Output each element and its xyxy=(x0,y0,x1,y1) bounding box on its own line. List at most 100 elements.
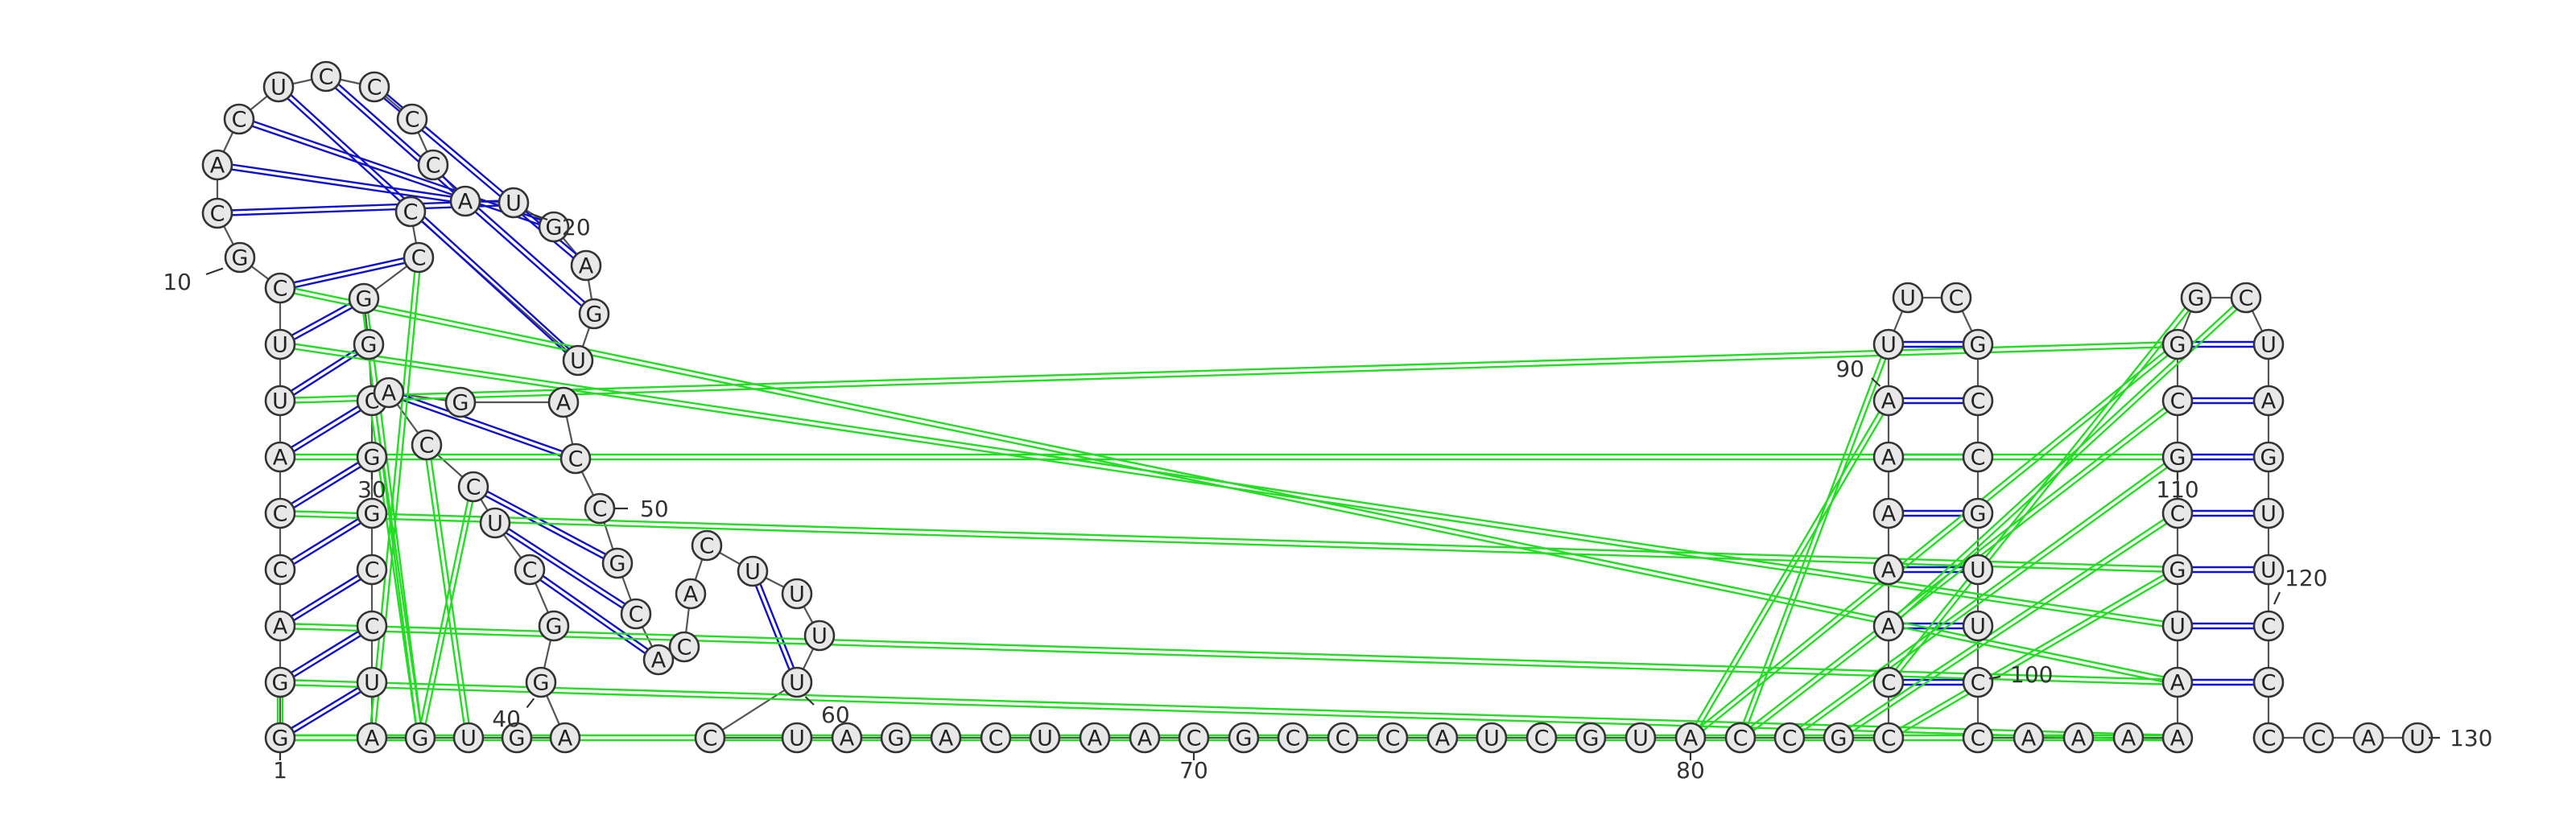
nucleotide: U xyxy=(2252,328,2285,360)
base-pair-line xyxy=(280,514,374,573)
nucleotide: C xyxy=(559,442,592,475)
nucleotide: U xyxy=(1962,554,1994,586)
base-pair-line xyxy=(278,566,372,625)
nucleotide-letter: C xyxy=(273,558,288,583)
nucleotide: C xyxy=(1327,722,1359,754)
nucleotide: C xyxy=(1872,666,1905,698)
nucleotide-letter: C xyxy=(232,108,247,133)
nucleotide: U xyxy=(781,666,813,698)
nucleotide: C xyxy=(1962,385,1994,417)
nucleotide: C xyxy=(1724,722,1757,754)
nucleotide: G xyxy=(538,610,570,642)
base-pair-line xyxy=(279,289,2178,686)
nucleotide: U xyxy=(264,385,296,417)
nucleotide: U xyxy=(2252,554,2285,586)
nucleotide-letter: A xyxy=(1881,615,1897,640)
nucleotide: G xyxy=(525,666,557,698)
nucleotide-letter: U xyxy=(506,191,522,216)
position-number: 40 xyxy=(492,698,535,732)
nucleotide: A xyxy=(201,149,233,181)
nucleotide: G xyxy=(2180,282,2212,314)
nucleotide-letter: C xyxy=(367,76,382,101)
nucleotide: U xyxy=(2161,610,2194,642)
nucleotide: C xyxy=(264,272,296,304)
nucleotide: A xyxy=(1872,610,1905,642)
base-pair-line xyxy=(1691,401,1892,740)
nucleotide-letter: U xyxy=(1633,727,1649,751)
base-pair-line xyxy=(1737,343,1888,738)
nucleotide: C xyxy=(223,103,255,135)
nucleotide-letter: U xyxy=(1900,286,1916,311)
nucleotide: G xyxy=(2161,441,2194,473)
nucleotide: A xyxy=(831,722,863,754)
nucleotide-letter: C xyxy=(426,154,441,179)
base-pair-line xyxy=(1790,458,2180,741)
nucleotide-letter: G xyxy=(232,246,249,271)
nucleotide-letter: G xyxy=(1583,727,1600,751)
nucleotide: A xyxy=(1674,722,1707,754)
nucleotide-letter: C xyxy=(1949,286,1964,311)
nucleotide: A xyxy=(1872,441,1905,473)
nucleotide-letter: C xyxy=(1971,727,1986,751)
nucleotide: C xyxy=(1962,666,1994,698)
nucleotide: C xyxy=(402,241,435,274)
position-number: 60 xyxy=(804,696,850,728)
nucleotide: C xyxy=(2161,497,2194,529)
nucleotide-letter: A xyxy=(2021,727,2037,751)
base-pair-line xyxy=(389,389,577,458)
nucleotide: C xyxy=(2252,610,2285,642)
nucleotide: A xyxy=(2013,722,2045,754)
position-number: 1 xyxy=(273,752,287,784)
position-number: 100 xyxy=(1988,661,2053,688)
nucleotide: U xyxy=(497,187,530,219)
nucleotide-letter: A xyxy=(939,727,954,751)
nucleotide-letter: C xyxy=(1881,671,1897,696)
nucleotide-letter: C xyxy=(2170,389,2186,414)
position-number: 90 xyxy=(1835,356,1881,387)
base-pair-line xyxy=(416,486,473,738)
nucleotide: U xyxy=(781,722,813,754)
nucleotide-letter: C xyxy=(411,246,427,271)
nucleotide: G xyxy=(1575,722,1607,754)
nucleotide: C xyxy=(1962,722,1994,754)
nucleotide-letter: G xyxy=(609,552,626,577)
nucleotide-letter: U xyxy=(745,560,761,585)
nucleotide: A xyxy=(373,377,405,409)
nucleotide: A xyxy=(570,249,602,282)
position-number-label: 70 xyxy=(1179,757,1208,784)
nucleotide: A xyxy=(2062,722,2095,754)
nucleotide: C xyxy=(394,196,427,228)
base-pair-line xyxy=(1741,344,1892,739)
nucleotide: C xyxy=(1773,722,1806,754)
nucleotide-letter: U xyxy=(2260,502,2277,527)
base-pair-line xyxy=(368,257,418,738)
nucleotide: U xyxy=(264,328,296,360)
nucleotide-letter: A xyxy=(2170,727,2186,751)
nucleotide-letter: U xyxy=(1970,615,1986,640)
nucleotide: C xyxy=(264,554,296,586)
nucleotide-letter: C xyxy=(1187,727,1202,751)
nucleotide-letter: C xyxy=(466,475,481,500)
base-pair-line xyxy=(427,444,473,738)
nucleotide: C xyxy=(1178,722,1210,754)
position-number-label: 90 xyxy=(1835,356,1864,382)
position-number: 110 xyxy=(2156,471,2199,503)
nucleotide-letter: U xyxy=(2169,615,2186,640)
position-number-label: 110 xyxy=(2156,476,2198,503)
nucleotide: C xyxy=(264,497,296,529)
nucleotide-letter: A xyxy=(1881,558,1897,583)
nucleotide: C xyxy=(1525,722,1558,754)
nucleotide: C xyxy=(694,722,726,754)
nucleotide: C xyxy=(980,722,1012,754)
base-pair-line xyxy=(1886,566,2178,737)
nucleotide: G xyxy=(224,241,256,274)
nucleotide: U xyxy=(737,555,769,587)
base-pair-line xyxy=(217,161,466,200)
nucleotide-letter: C xyxy=(2261,615,2277,640)
base-pair-line xyxy=(280,627,374,685)
nucleotide: C xyxy=(201,197,233,229)
base-pair-line xyxy=(753,570,800,682)
nucleotide: A xyxy=(2161,666,2194,698)
